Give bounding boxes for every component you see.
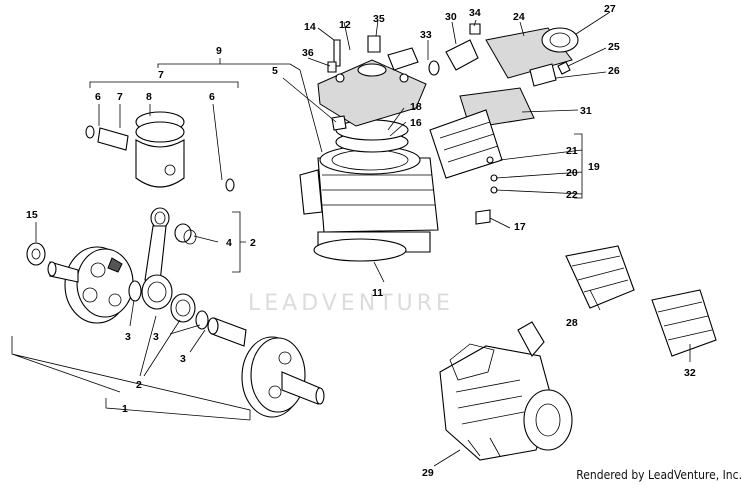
callout-2b: 2 xyxy=(136,379,142,391)
cylinder-11 xyxy=(299,145,439,253)
callout-34: 34 xyxy=(469,7,481,19)
nut-36 xyxy=(327,61,337,73)
callout-19: 19 xyxy=(588,161,600,173)
bearing-2 xyxy=(170,293,196,323)
callout-7: 7 xyxy=(117,91,123,103)
callout-1: 1 xyxy=(122,403,128,415)
leader-lines xyxy=(11,11,691,467)
callout-16: 16 xyxy=(410,117,422,129)
bolt-14 xyxy=(333,39,341,67)
complete-engine-29 xyxy=(439,321,573,461)
callout-12: 12 xyxy=(339,19,351,31)
render-credit: Rendered by LeadVenture, Inc. xyxy=(576,468,742,482)
intake-elbow-30 xyxy=(445,39,479,71)
callout-9: 7 xyxy=(158,69,164,81)
gasket-kit-32 xyxy=(651,289,717,357)
screw-34 xyxy=(469,23,481,35)
clamp-33 xyxy=(428,60,440,76)
callout-22: 22 xyxy=(566,189,578,201)
callout-24: 24 xyxy=(513,11,525,23)
watermark: LEADVENTURE xyxy=(248,291,454,316)
callout-35: 35 xyxy=(373,13,385,25)
callout-20: 20 xyxy=(566,167,578,179)
nut-18 xyxy=(475,209,491,225)
callout-26: 26 xyxy=(608,65,620,77)
callout-31: 31 xyxy=(580,105,592,117)
seal-15 xyxy=(26,242,46,266)
base-gasket xyxy=(313,238,407,262)
callout-6b: 6 xyxy=(209,91,215,103)
circlip-6a xyxy=(85,125,95,139)
callout-3c: 3 xyxy=(180,353,186,365)
callout-28: 28 xyxy=(566,317,578,329)
callout-17: 18 xyxy=(410,101,422,113)
callout-10: 9 xyxy=(216,45,222,57)
crank-half-right xyxy=(241,336,325,418)
callout-4: 4 xyxy=(226,237,232,249)
bearing-4 xyxy=(174,223,197,245)
plug-5 xyxy=(331,115,347,131)
circlip-6b xyxy=(225,178,235,192)
washer-3a xyxy=(128,280,142,302)
callout-21: 21 xyxy=(566,145,578,157)
callout-8: 8 xyxy=(146,91,152,103)
piston-pin-7 xyxy=(97,127,129,151)
callout-33: 33 xyxy=(420,29,432,41)
gasket-kit-28 xyxy=(565,245,635,309)
boot-27 xyxy=(541,27,579,53)
callout-29: 29 xyxy=(422,467,434,479)
connecting-rod xyxy=(141,207,173,310)
callout-15: 15 xyxy=(26,209,38,221)
plug-35 xyxy=(367,35,381,53)
callout-36: 36 xyxy=(302,47,314,59)
callout-11: 11 xyxy=(372,287,383,299)
cylinder-head-12 xyxy=(317,59,427,127)
callout-6a: 6 xyxy=(95,91,101,103)
head-pipe xyxy=(387,47,419,71)
callout-14: 14 xyxy=(304,21,316,33)
callout-3b: 3 xyxy=(153,331,159,343)
screw-25 xyxy=(557,61,571,75)
crank-half-left xyxy=(47,246,134,324)
piston xyxy=(135,111,185,188)
callout-5: 5 xyxy=(272,65,278,77)
callout-30: 30 xyxy=(445,11,457,23)
callout-25: 25 xyxy=(608,41,620,53)
callout-2a: 2 xyxy=(250,237,256,249)
washer-3b xyxy=(195,310,209,330)
callout-27: 27 xyxy=(604,3,616,15)
callout-32: 32 xyxy=(684,367,696,379)
callout-18: 17 xyxy=(514,221,526,233)
callout-3a: 3 xyxy=(125,331,131,343)
spacer-26 xyxy=(529,63,557,87)
